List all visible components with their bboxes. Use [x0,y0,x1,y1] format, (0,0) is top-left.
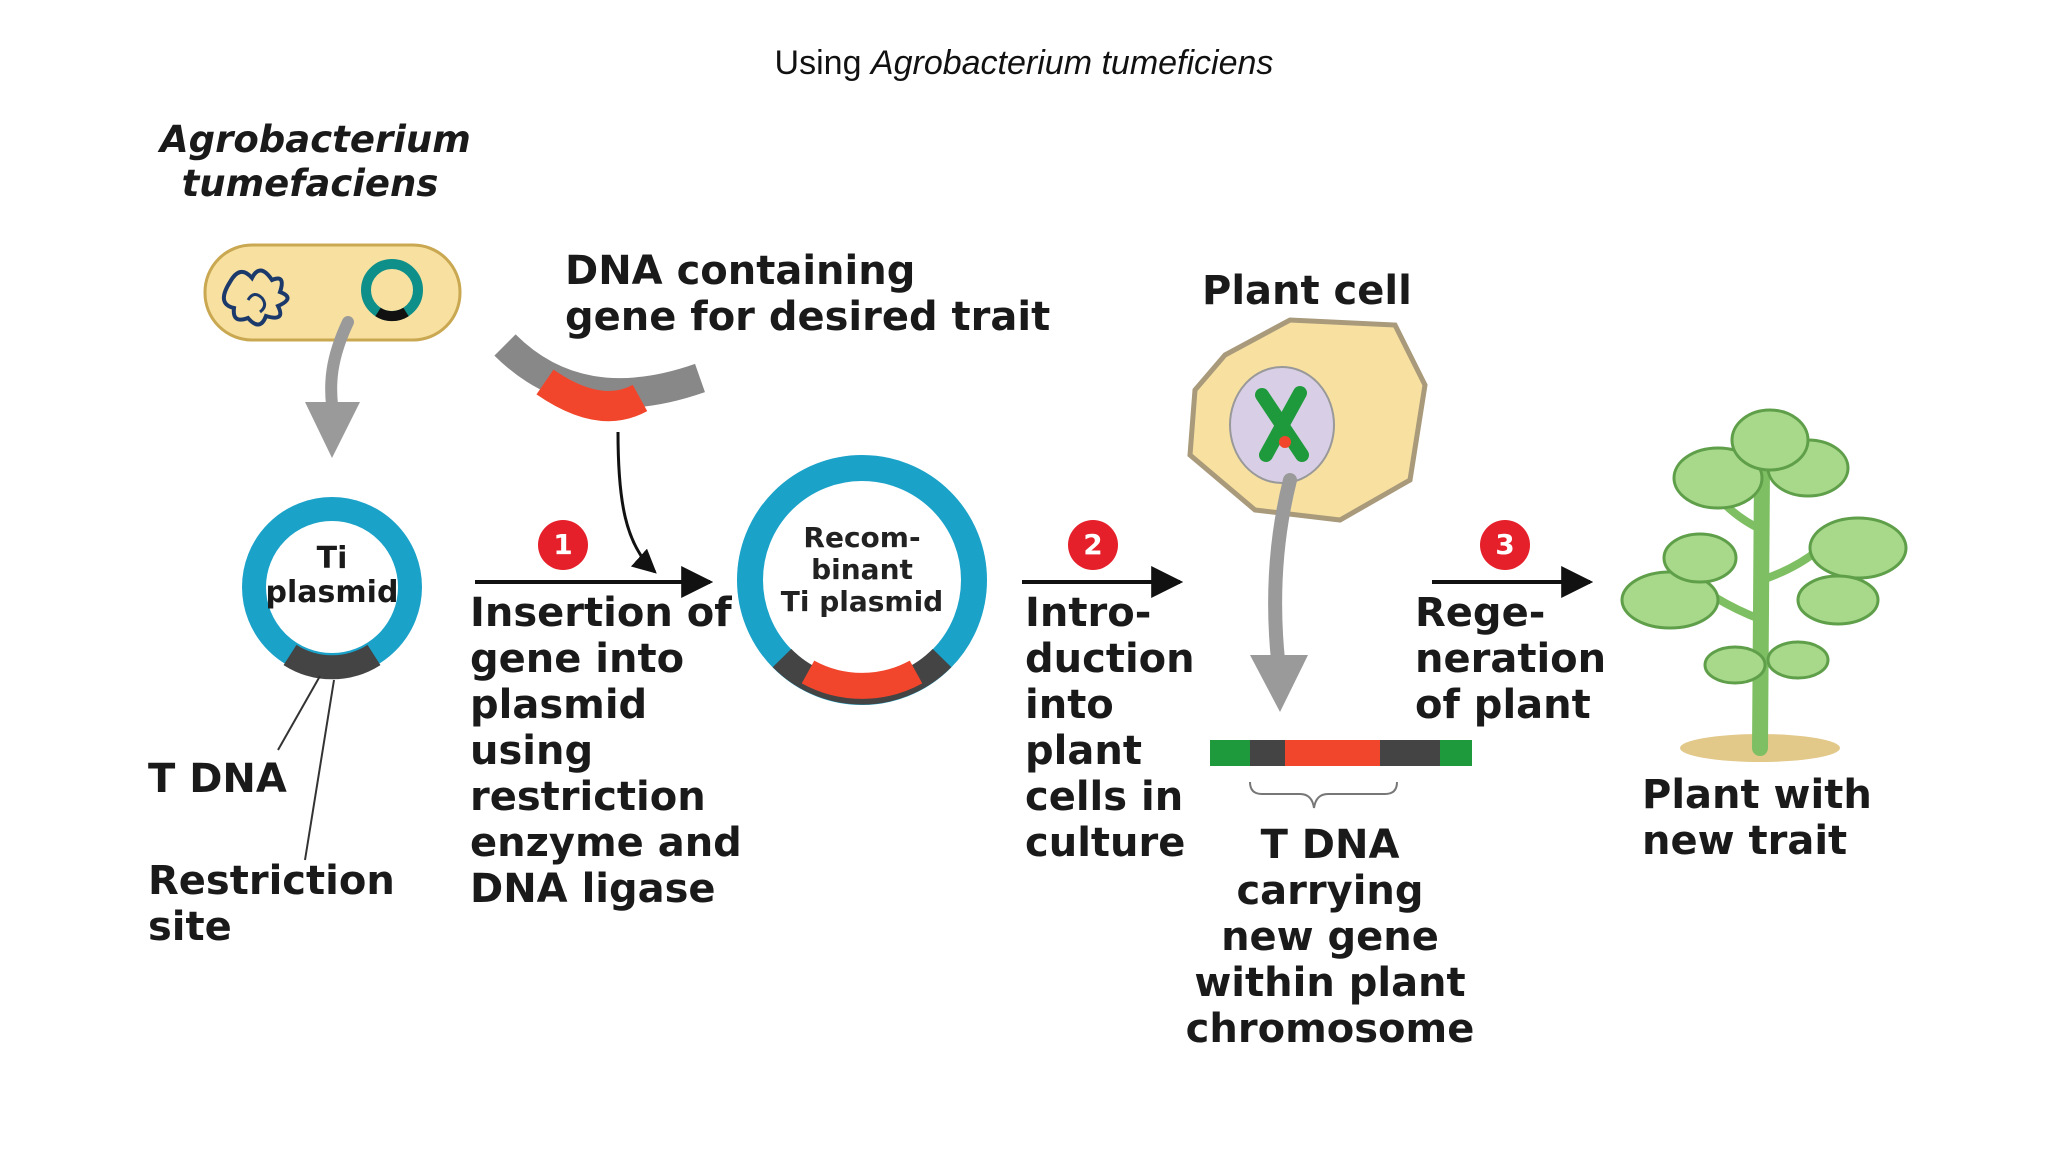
t-dna-result-line-4: within plant [1194,960,1466,1006]
ti-plasmid [242,497,422,680]
bacterium-label-line-1: Agrobacterium [160,118,471,161]
recombinant-label-line-2: binant [811,553,913,586]
donor-dna-label-line-1: DNA containing [565,248,916,294]
restriction-site-label: Restriction site [148,858,395,950]
t-dna-label: T DNA [148,756,287,802]
step-3-line: of plant [1415,682,1591,728]
title-prefix: Using [774,44,871,82]
step-2-line: cells in [1025,774,1184,820]
t-dna-result-label: T DNA carrying new gene within plant chr… [1170,822,1490,1052]
plant-result-line-2: new trait [1642,818,1848,864]
restriction-site-label-line-2: site [148,904,232,950]
step-2-line: culture [1025,820,1186,866]
t-dna-result-line-1: T DNA [1260,822,1400,868]
t-dna-result-line-2: carrying [1236,868,1424,914]
ti-plasmid-label: Ti plasmid [252,542,412,610]
step-2-line: duction [1025,636,1195,682]
ti-plasmid-label-line-1: Ti [316,541,348,576]
integration-arrow [1250,473,1308,712]
step-1-line: plasmid [470,682,648,728]
plant-result-label: Plant with new trait [1642,772,1872,864]
step-1-line: gene into [470,636,685,682]
step-3-line: Rege- [1415,590,1546,636]
plant-result-line-1: Plant with [1642,772,1872,818]
donor-dna-label: DNA containing gene for desired trait [565,248,1050,340]
restriction-site-pointer [304,679,335,861]
recombinant-ti-plasmid [737,455,987,705]
plant-cell [1187,317,1428,523]
step-1-line: DNA ligase [470,866,716,912]
ti-plasmid-label-line-2: plasmid [265,575,399,610]
title-organism: Agrobacterium tumeficiens [870,44,1274,82]
bacterium-label-line-2: tumefaciens [181,162,439,205]
restriction-site-label-line-1: Restriction [148,858,395,904]
step-2-line: Intro- [1025,590,1152,636]
recombinant-label-line-1: Recom- [803,521,921,554]
donor-dna-arrow [616,431,657,574]
donor-dna-label-line-2: gene for desired trait [565,294,1051,340]
step-2-badge: 2 [1068,520,1118,570]
t-dna-pointer [277,675,321,751]
bacterium-cell [203,243,462,342]
t-dna-bracket [1249,781,1398,809]
recombinant-label-line-3: Ti plasmid [780,585,944,618]
t-dna-result-line-5: chromosome [1185,1006,1475,1052]
t-dna-result-line-3: new gene [1221,914,1439,960]
step-2-line: plant [1025,728,1142,774]
bacterium-label: Agrobacterium tumefaciens [160,118,471,206]
extract-plasmid-arrow [305,316,360,458]
recombinant-plasmid-label: Recom- binant Ti plasmid [772,522,952,618]
step-3-badge: 3 [1480,520,1530,570]
step-1-line: Insertion of [470,590,732,636]
plant-cell-label: Plant cell [1202,268,1412,314]
step-1-line: enzyme and [470,820,742,866]
step-1-line: restriction [470,774,706,820]
step-2-line: into [1025,682,1114,728]
plant-chromosome-strip [1210,740,1472,766]
plant-illustration [1620,408,1908,762]
donor-dna-fragment [494,334,705,422]
step-1-line: using [470,728,594,774]
step-3-line: neration [1415,636,1607,682]
step-1-badge: 1 [538,520,588,570]
slide-title: Using Agrobacterium tumeficiens [0,44,2048,83]
